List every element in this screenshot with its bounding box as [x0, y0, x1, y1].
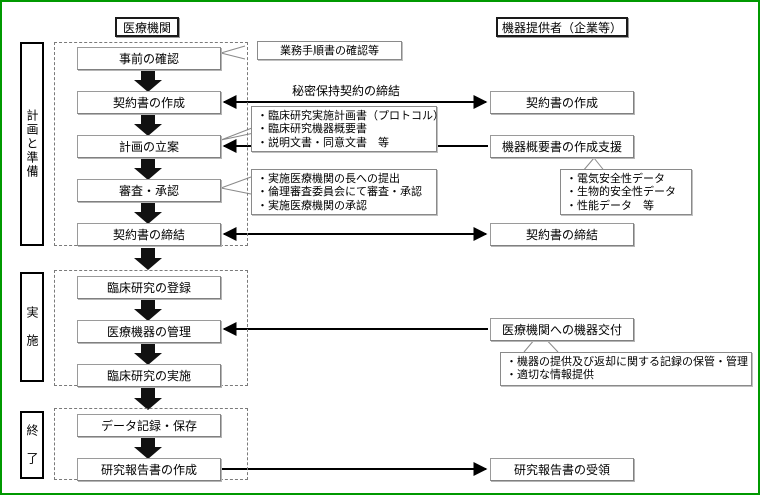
provider-step-report-receipt[interactable]: 研究報告書の受領 [490, 458, 634, 481]
step-data-record-storage[interactable]: データ記録・保存 [77, 414, 221, 437]
step-device-management[interactable]: 医療機器の管理 [77, 320, 221, 343]
annotation-safety-data-line-3: ・性能データ 等 [566, 198, 654, 212]
provider-step-contract-conclusion[interactable]: 契約書の締結 [490, 223, 634, 246]
down-arrow-planning-to-implementation [134, 248, 162, 270]
annotation-plan-documents-line-3: ・説明文書・同意文書 等 [257, 135, 389, 149]
annotation-plan-documents-line-2: ・臨床研究機器概要書 [257, 122, 367, 136]
annotation-review-approval-line-2: ・倫理審査委員会にて審査・承認 [257, 185, 422, 199]
annotation-review-approval: ・実施医療機関の長への提出 ・倫理審査委員会にて審査・承認 ・実施医療機関の承認 [251, 169, 437, 215]
annotation-device-delivery: ・機器の提供及び返却に関する記録の保管・管理 ・適切な情報提供 [500, 352, 752, 386]
step-review-approval[interactable]: 審査・承認 [77, 179, 221, 202]
annotation-pre-check-line-1: 業務手順書の確認等 [280, 43, 379, 57]
caption-nda: 秘密保持契約の締結 [292, 84, 401, 98]
annotation-review-approval-line-3: ・実施医療機関の承認 [257, 198, 367, 212]
step-study-execution[interactable]: 臨床研究の実施 [77, 364, 221, 387]
annotation-device-delivery-line-2: ・適切な情報提供 [506, 368, 594, 382]
header-right-device-provider: 機器提供者（企業等） [496, 17, 628, 37]
phase-label-planning-text: 計画と準備 [25, 109, 39, 179]
annotation-review-approval-line-1: ・実施医療機関の長への提出 [257, 172, 400, 185]
provider-step-device-summary-support[interactable]: 機器概要書の作成支援 [490, 135, 634, 158]
phase-label-closing-text: 終 了 [25, 424, 39, 466]
step-pre-check[interactable]: 事前の確認 [77, 47, 221, 70]
annotation-plan-documents-line-1: ・臨床研究実施計画書（プロトコル） [257, 109, 444, 122]
header-left-medical-institution: 医療機関 [115, 17, 179, 37]
provider-step-contract-creation[interactable]: 契約書の作成 [490, 91, 634, 114]
phase-label-implementation: 実 施 [20, 272, 44, 382]
phase-label-planning: 計画と準備 [20, 42, 44, 246]
annotation-pre-check: 業務手順書の確認等 [257, 41, 402, 60]
step-study-registration[interactable]: 臨床研究の登録 [77, 276, 221, 299]
cross-connectors [222, 95, 488, 476]
step-plan-drafting[interactable]: 計画の立案 [77, 135, 221, 158]
down-arrow-implementation-to-closing [134, 388, 162, 410]
annotation-safety-data-line-1: ・電気安全性データ [566, 172, 665, 185]
step-contract-conclusion[interactable]: 契約書の締結 [77, 223, 221, 246]
step-contract-creation[interactable]: 契約書の作成 [77, 91, 221, 114]
step-report-creation[interactable]: 研究報告書の作成 [77, 458, 221, 481]
annotation-plan-documents: ・臨床研究実施計画書（プロトコル） ・臨床研究機器概要書 ・説明文書・同意文書 … [251, 106, 444, 152]
annotation-safety-data: ・電気安全性データ ・生物的安全性データ ・性能データ 等 [560, 169, 692, 215]
phase-label-implementation-text: 実 施 [25, 306, 39, 348]
annotation-device-delivery-line-1: ・機器の提供及び返却に関する記録の保管・管理 [506, 355, 748, 368]
phase-label-closing: 終 了 [20, 411, 44, 479]
provider-step-device-delivery[interactable]: 医療機関への機器交付 [490, 318, 634, 341]
annotation-safety-data-line-2: ・生物的安全性データ [566, 185, 676, 199]
